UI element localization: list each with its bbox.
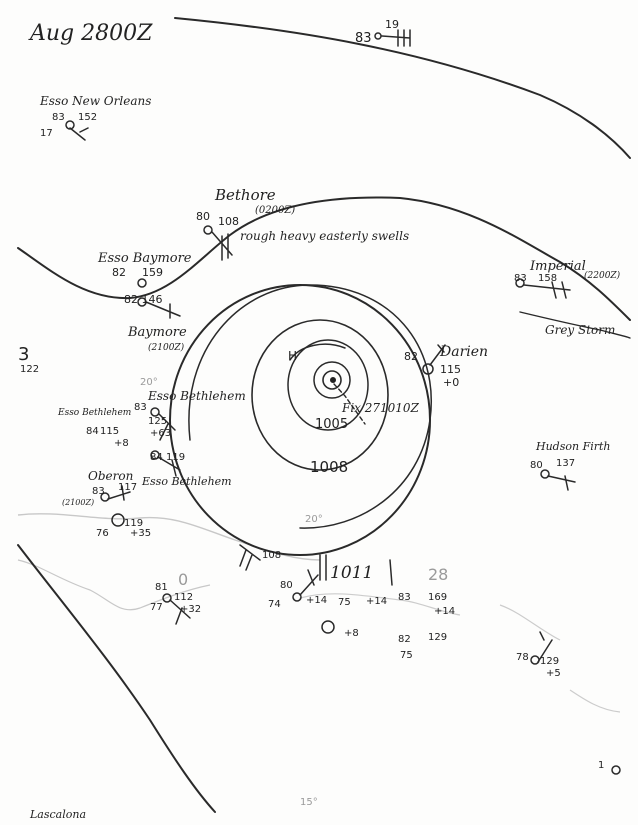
station-oberon-time: (2100Z) [62, 498, 94, 507]
wind-barbs [69, 29, 576, 663]
high-label: H [288, 349, 297, 363]
obs-num: 169 [428, 592, 447, 603]
obs-num: +8 [344, 628, 359, 639]
obs-num: 77 [150, 602, 163, 613]
station-esso-new-orleans-extra: 17 [40, 128, 53, 139]
obs-num: +14 [434, 606, 455, 617]
obs-num: 75 [400, 650, 413, 661]
obs-num: 80 [280, 580, 293, 591]
storm-track [333, 383, 366, 425]
station-oberon-temp: 83 [92, 486, 105, 497]
station-esso-bethlehem-3-temp: 84 [86, 426, 99, 437]
station-esso-bethlehem-2-pressure: 119 [166, 452, 185, 463]
obs-num: +14 [366, 596, 387, 607]
station-esso-baymore: Esso Baymore [97, 251, 192, 266]
obs-num: 112 [174, 592, 193, 603]
obs-num: 76 [96, 528, 109, 539]
printed-coastlines [17, 513, 621, 713]
station-imperial: Imperial [529, 259, 586, 274]
obs-num: 1 [598, 760, 604, 771]
bottom-label: Lascalona [29, 808, 86, 821]
station-baymore: Baymore [127, 325, 187, 340]
obs-num: +14 [306, 595, 327, 606]
obs-num: 122 [20, 364, 39, 375]
center-fix-label: Fix 271010Z [341, 401, 420, 415]
obs-num: 108 [262, 550, 281, 561]
header-station-pressure: 19 [385, 18, 399, 31]
obs-num: 119 [124, 518, 143, 529]
station-darien-pressure: 115 [440, 363, 461, 376]
obs-num: 83 [398, 592, 411, 603]
header-station-temp: 83 [355, 31, 372, 46]
obs-num: +35 [130, 528, 151, 539]
station-esso-bethlehem-2-temp: 84 [150, 452, 163, 463]
station-esso-bethlehem-1: Esso Bethlehem [147, 389, 246, 403]
station-esso-bethlehem-3-pressure: 115 [100, 426, 119, 437]
station-bethore-pressure: 108 [218, 215, 239, 228]
station-darien-temp: 82 [404, 350, 418, 363]
station-esso-bethlehem-3: Esso Bethlehem [57, 408, 131, 418]
station-esso-baymore-extra: 82 146 [124, 293, 163, 306]
isobar-1008: 1008 [310, 458, 348, 476]
station-imperial-temp: 83 [514, 273, 527, 284]
obs-num: +32 [180, 604, 201, 615]
station-esso-new-orleans: Esso New Orleans [39, 94, 151, 108]
station-esso-bethlehem-3-tendency: +8 [114, 438, 129, 449]
station-hudson-firth: Hudson Firth [535, 440, 610, 453]
imperial-remark: Grey Storm [545, 323, 615, 337]
obs-num: 78 [516, 652, 529, 663]
front-lines [17, 17, 631, 813]
obs-num: 28 [428, 565, 448, 584]
station-oberon-pressure: 117 [118, 482, 137, 493]
obs-num: 129 [540, 656, 559, 667]
station-hudson-firth-temp: 80 [530, 460, 543, 471]
obs-num: 3 [18, 344, 29, 365]
obs-num: 129 [428, 632, 447, 643]
isobar-1005: 1005 [315, 417, 348, 432]
station-esso-baymore-pressure: 159 [142, 266, 163, 279]
station-darien: Darien [439, 344, 488, 360]
obs-num: 1011 [330, 563, 373, 583]
obs-num: 82 [398, 634, 411, 645]
station-esso-baymore-temp: 82 [112, 266, 126, 279]
station-esso-bethlehem-2: Esso Bethlehem [141, 475, 232, 488]
observation-numbers: 76 +35 119 81 112 77 +32 1011 108 80 74 … [18, 344, 604, 771]
lat-label-1: 20° [140, 377, 158, 388]
obs-num: 75 [338, 597, 351, 608]
station-imperial-pressure: 158 [538, 273, 557, 284]
station-esso-new-orleans-temp: 83 [52, 112, 65, 123]
lat-label-2: 20° [305, 514, 323, 525]
station-esso-new-orleans-pressure: 152 [78, 112, 97, 123]
obs-num: 74 [268, 599, 281, 610]
obs-num: +5 [546, 668, 561, 679]
station-baymore-time: (2100Z) [148, 342, 185, 353]
station-oberon: Oberon [88, 469, 133, 483]
station-bethore: Bethore [214, 186, 276, 204]
obs-num: 0 [178, 570, 188, 589]
isobars [169, 284, 432, 556]
station-bethore-time: (0200Z) [255, 205, 295, 216]
lat-label-3: 15° [300, 797, 318, 808]
station-hudson-firth-pressure: 137 [556, 458, 575, 469]
station-esso-bethlehem-1-pressure: 125 [148, 416, 167, 427]
station-esso-bethlehem-1-temp: 83 [134, 402, 147, 413]
station-darien-tendency: +0 [443, 376, 459, 389]
map-title: Aug 2800Z [28, 21, 153, 46]
station-imperial-time: (2200Z) [584, 270, 621, 281]
bethore-remark: rough heavy easterly swells [240, 229, 409, 243]
station-bethore-temp: 80 [196, 210, 210, 223]
obs-num: 81 [155, 582, 168, 593]
station-circles [65, 32, 621, 775]
station-esso-bethlehem-1-tendency: +63 [150, 428, 171, 439]
